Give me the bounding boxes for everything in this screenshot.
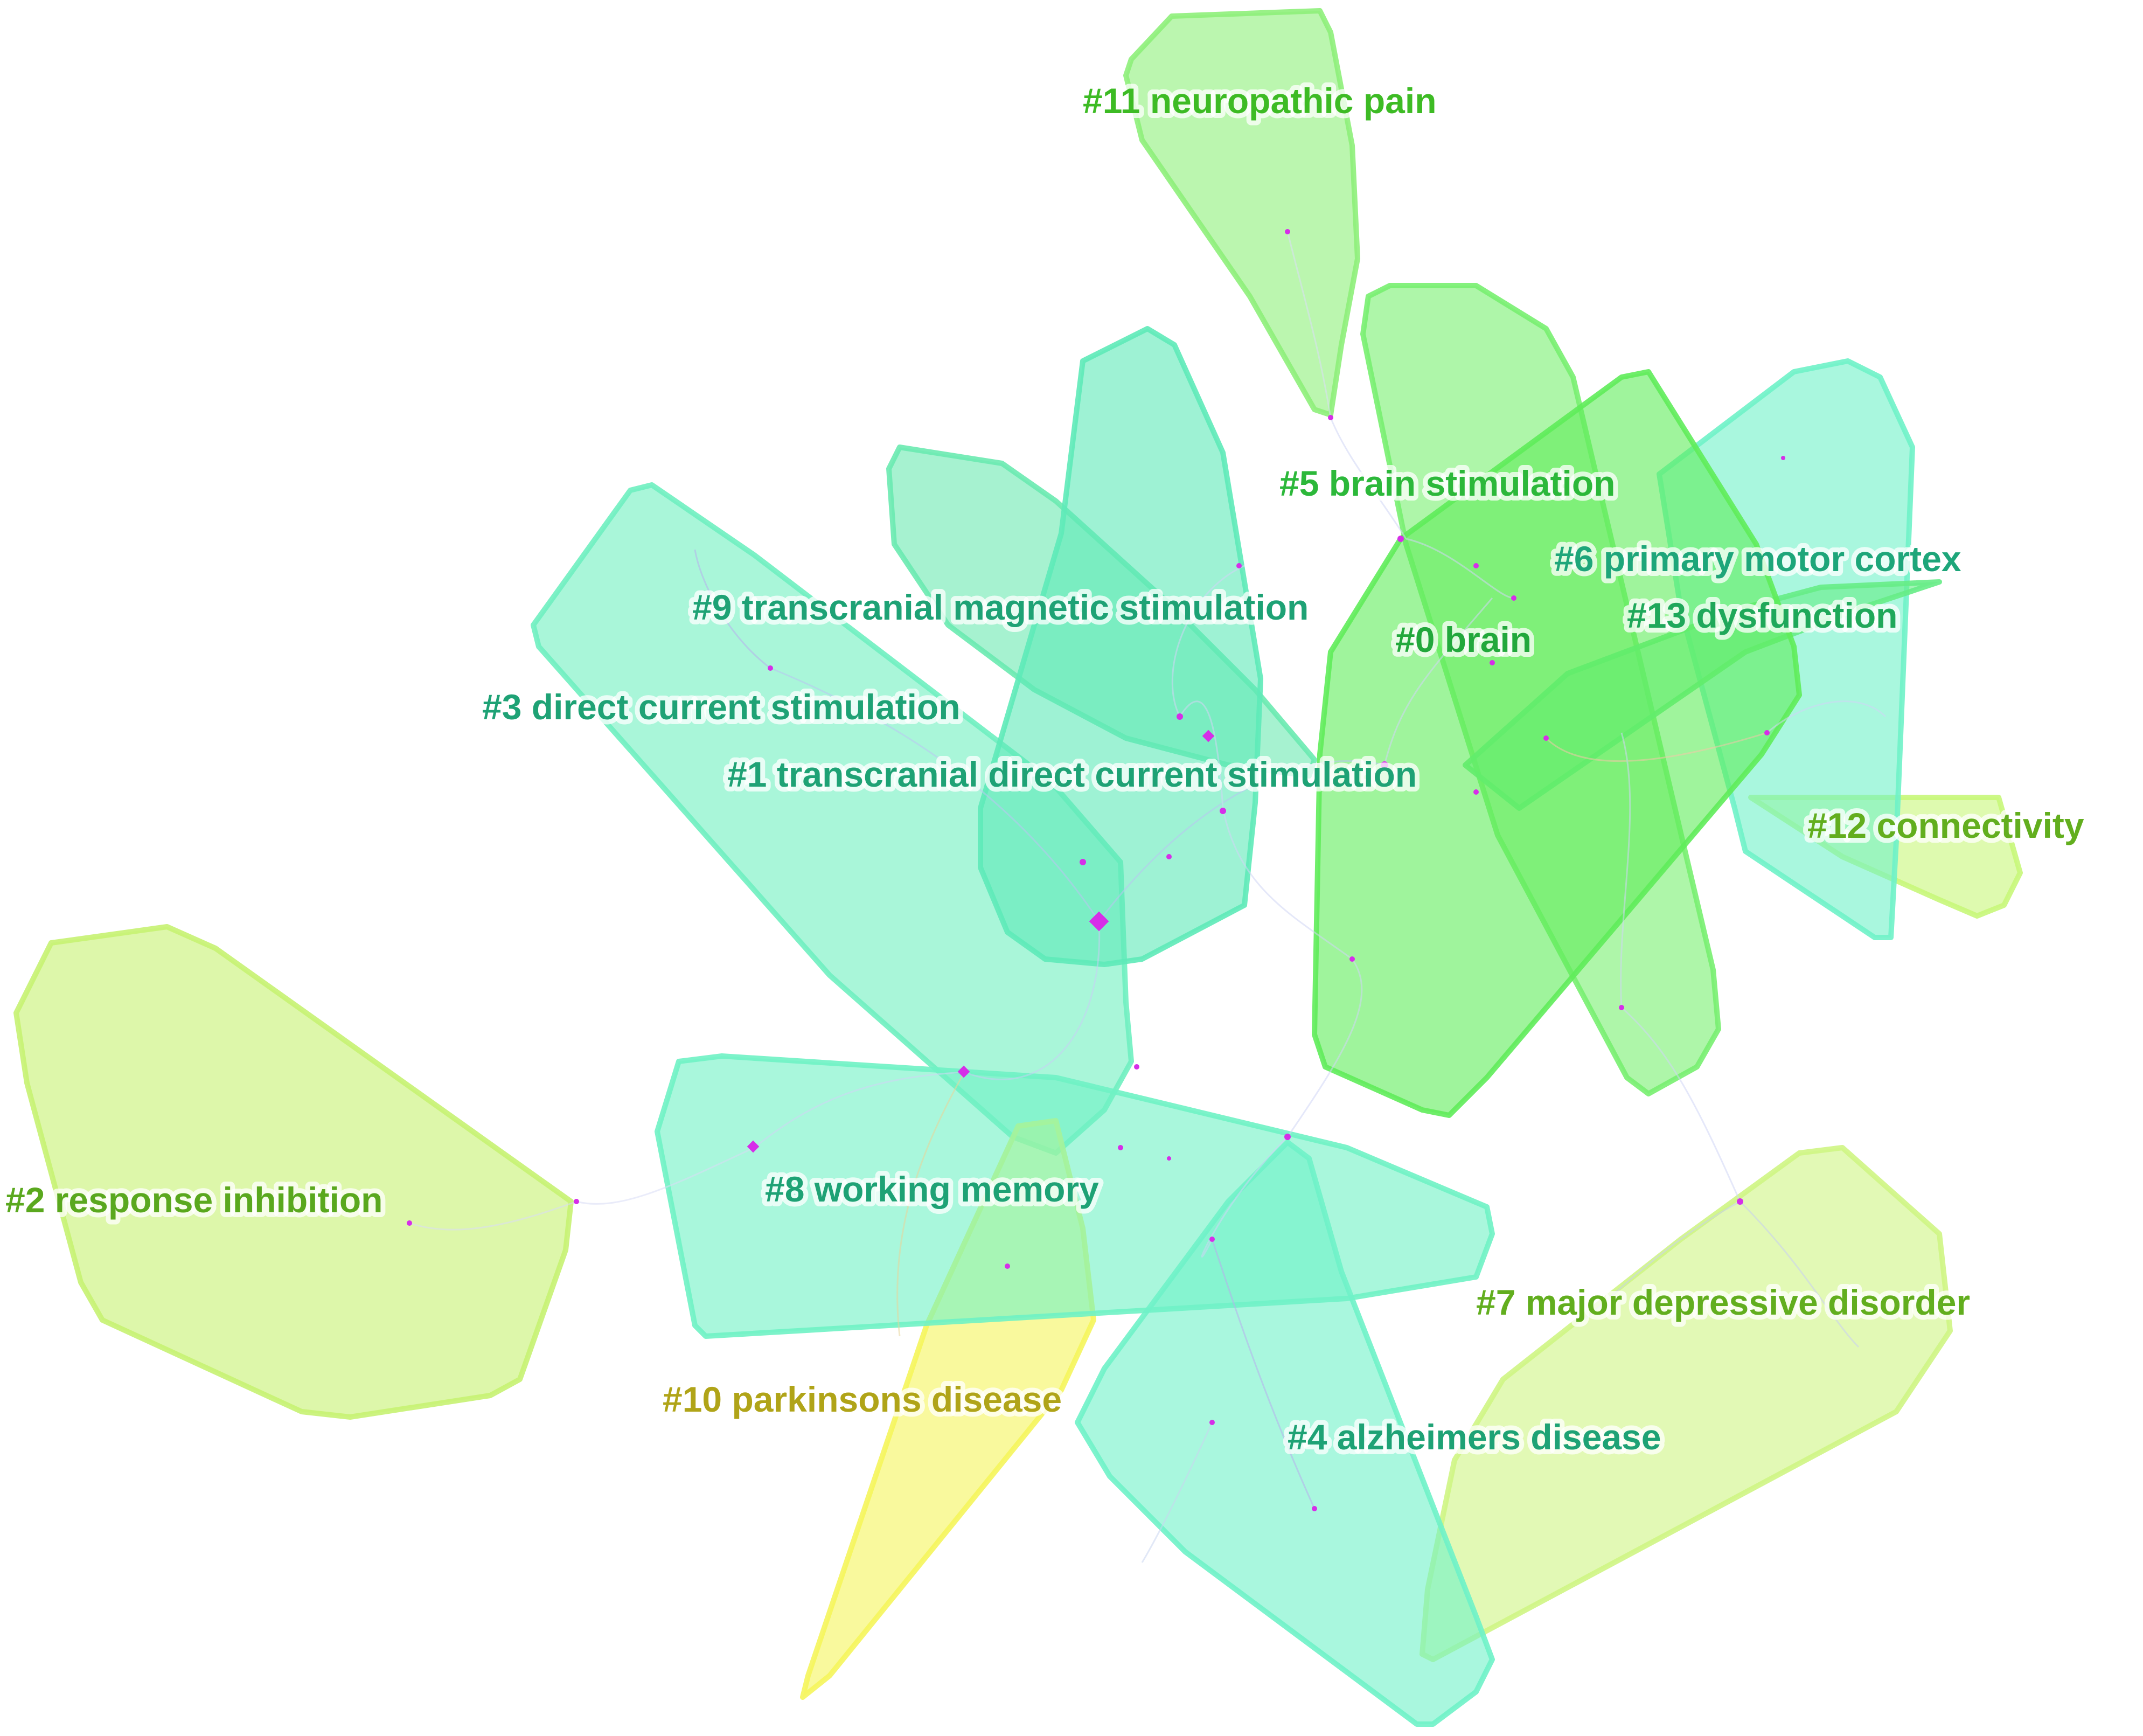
network-edges xyxy=(409,231,1887,1563)
network-node xyxy=(1118,1145,1123,1150)
cluster-label-11: #11 neuropathic pain xyxy=(1083,81,1437,121)
network-node xyxy=(1397,536,1404,542)
cluster-label-1: #1 transcranial direct current stimulati… xyxy=(727,754,1417,794)
network-node xyxy=(1619,1005,1624,1010)
cluster-hulls xyxy=(13,8,2023,1727)
network-node xyxy=(407,1220,412,1226)
cluster-label-3: #3 direct current stimulation xyxy=(482,687,961,727)
network-node xyxy=(574,1199,579,1204)
cluster-hull-11 xyxy=(1123,8,1360,418)
network-node xyxy=(1177,713,1183,720)
cluster-label-10: #10 parkinsons disease xyxy=(663,1379,1062,1419)
cluster-hull-3 xyxy=(531,482,1134,1156)
network-node xyxy=(1236,563,1242,568)
cluster-label-12: #12 connectivity xyxy=(1807,805,2084,845)
network-node xyxy=(1349,956,1355,962)
cluster-label-4: #4 alzheimers disease xyxy=(1288,1417,1661,1457)
network-nodes xyxy=(407,229,1785,1511)
network-node xyxy=(1381,761,1388,769)
network-node xyxy=(1284,1134,1291,1140)
network-node xyxy=(768,665,773,671)
cluster-label-6: #6 primary motor cortex xyxy=(1554,539,1961,579)
network-node xyxy=(1220,808,1226,814)
network-node xyxy=(1543,735,1549,741)
cluster-label-9: #9 transcranial magnetic stimulation xyxy=(692,587,1309,627)
network-node xyxy=(747,1140,760,1153)
cluster-hull-0 xyxy=(1312,369,1802,1118)
network-node xyxy=(1134,1064,1139,1070)
network-node xyxy=(1166,854,1172,859)
network-node xyxy=(1209,1237,1215,1242)
cluster-hull-2 xyxy=(13,924,574,1420)
network-node xyxy=(1473,789,1479,795)
cluster-hull-4 xyxy=(1075,1140,1495,1727)
cluster-hull-1 xyxy=(978,326,1263,967)
cluster-label-7: #7 major depressive disorder xyxy=(1476,1282,1970,1322)
cluster-label-13: #13 dysfunction xyxy=(1627,595,1897,635)
network-node xyxy=(1737,1198,1743,1205)
network-node xyxy=(1285,229,1290,234)
network-node xyxy=(1511,595,1516,601)
network-node xyxy=(1764,730,1770,735)
network-node xyxy=(957,1065,970,1078)
network-node xyxy=(1473,563,1479,568)
network-node xyxy=(1080,859,1086,865)
cluster-label-2: #2 response inhibition xyxy=(5,1180,382,1220)
network-node xyxy=(1005,1263,1010,1269)
cluster-label-0: #0 brain xyxy=(1395,620,1532,659)
network-node xyxy=(1312,1506,1317,1511)
network-node xyxy=(1089,911,1109,932)
network-node xyxy=(1202,730,1215,742)
cluster-label-5: #5 brain stimulation xyxy=(1279,463,1615,503)
cluster-hull-7 xyxy=(1420,1145,1953,1662)
cluster-labels: #11 neuropathic pain #5 brain stimulatio… xyxy=(1,76,2089,1462)
cluster-label-8: #8 working memory xyxy=(765,1169,1099,1209)
network-node xyxy=(1490,660,1495,665)
network-node xyxy=(1781,456,1785,460)
network-node xyxy=(1167,1156,1171,1161)
network-node xyxy=(1209,1420,1215,1425)
network-node xyxy=(1328,415,1333,420)
